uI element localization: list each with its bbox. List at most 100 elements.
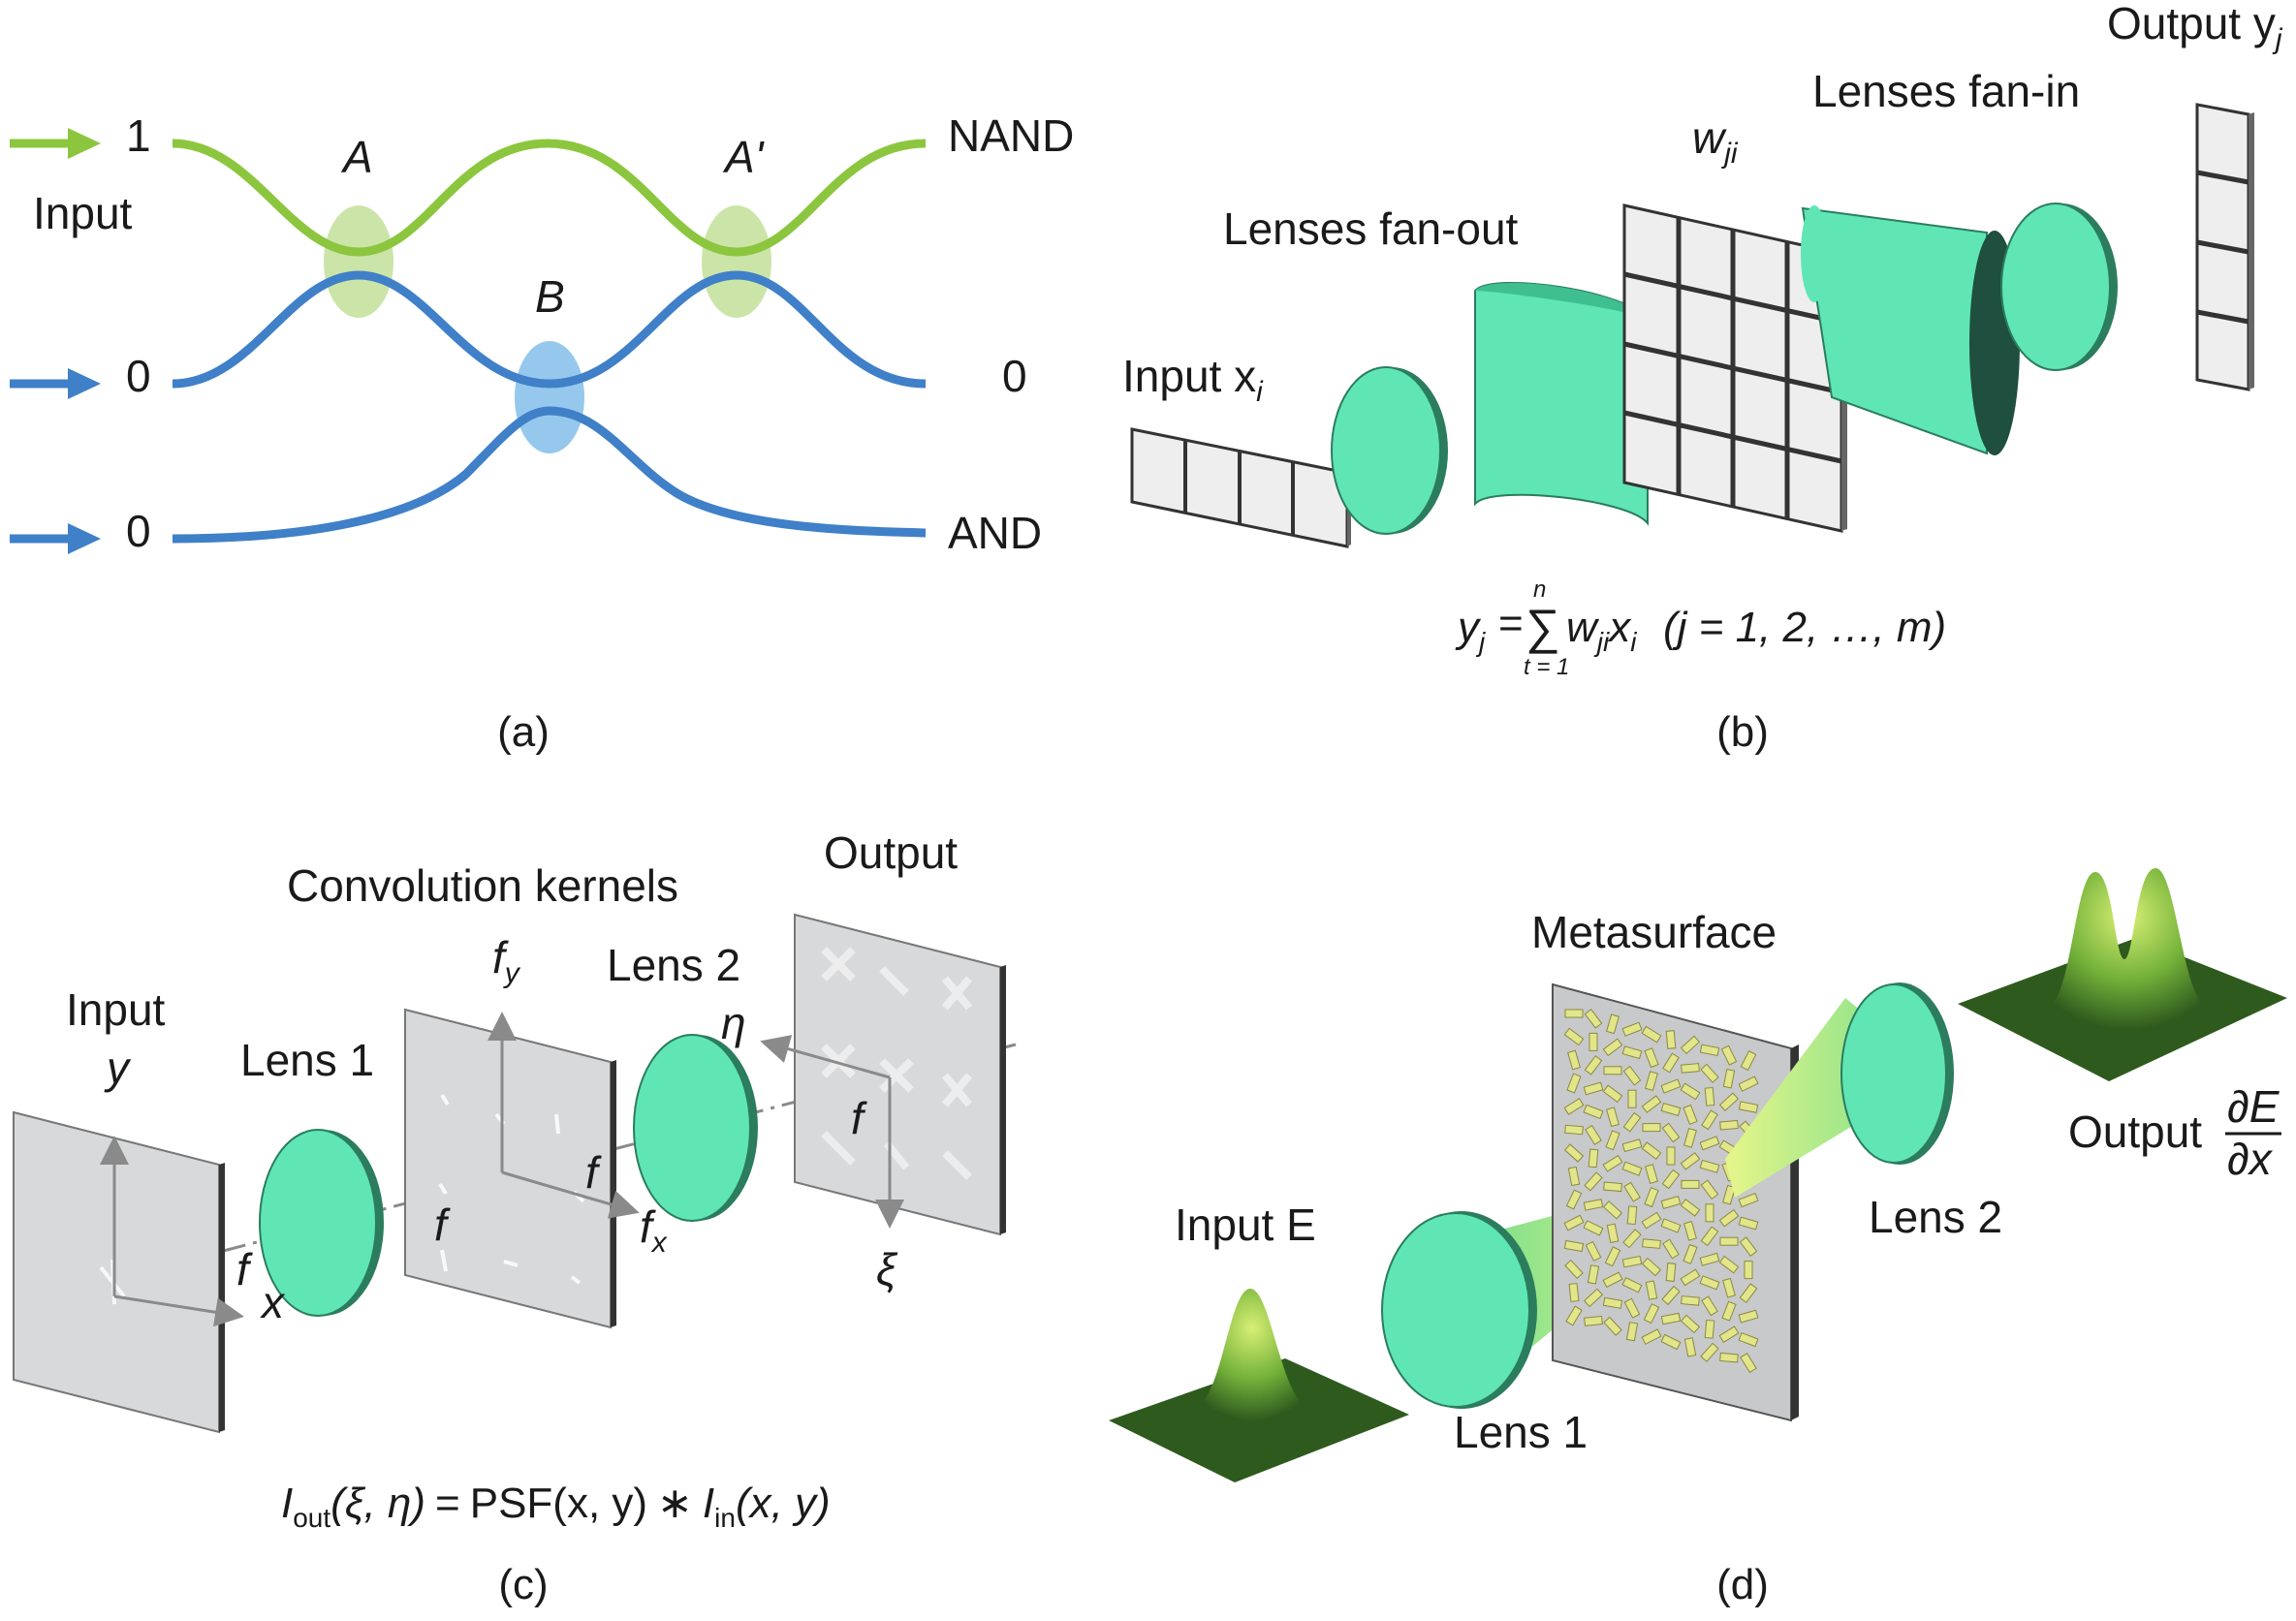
nanobar	[1683, 1104, 1698, 1125]
panel-a: 1 0 0 Input A B A' NAND 0 AND (a)	[10, 110, 1074, 756]
fanin-cylinder-lens	[1801, 205, 2020, 455]
svg-text:n: n	[1533, 577, 1546, 603]
nanobar	[1705, 1203, 1714, 1223]
nanobar	[1643, 1303, 1660, 1325]
nanobar	[1644, 1187, 1659, 1208]
nanobar	[1621, 1045, 1643, 1060]
nanobar	[1584, 1171, 1603, 1192]
output-nand-label: NAND	[948, 110, 1074, 161]
nanobar	[1660, 1196, 1682, 1209]
kernel-plane	[404, 1008, 616, 1329]
nanobar	[1701, 1295, 1718, 1317]
nanobar	[1700, 1226, 1719, 1247]
nanobar	[1623, 1181, 1641, 1202]
input-label-a: Input	[33, 188, 133, 238]
lens-2-c	[633, 1034, 758, 1222]
nanobar	[1568, 1283, 1580, 1302]
nanobar	[1721, 1300, 1737, 1322]
lens-2-label-c: Lens 2	[607, 940, 740, 990]
nanobar	[1621, 1161, 1643, 1176]
nanobar	[1588, 1148, 1599, 1169]
svg-text:t = 1: t = 1	[1524, 654, 1569, 680]
nanobar	[1585, 1124, 1602, 1145]
nanobar	[1699, 1275, 1720, 1291]
nanobar	[1740, 1050, 1757, 1072]
nanobar	[1563, 1239, 1585, 1253]
nanobar	[1700, 1063, 1719, 1083]
nanobar	[1718, 1092, 1740, 1111]
nanobar	[1660, 1218, 1682, 1233]
nanobar	[1641, 1328, 1662, 1345]
nanobar	[1661, 1285, 1681, 1306]
kernels-label: Convolution kernels	[287, 860, 678, 911]
nanobar	[1699, 1044, 1720, 1057]
caption-c: (c)	[498, 1561, 548, 1608]
fanin-label: Lenses fan-in	[1812, 66, 2080, 116]
nanobar	[1700, 1342, 1719, 1362]
nanobar	[1645, 1164, 1658, 1184]
nanobar	[1662, 1052, 1680, 1074]
nanobar	[1622, 1111, 1642, 1133]
nanobar	[1680, 1268, 1701, 1287]
nanobar	[1606, 1223, 1620, 1243]
nanobar	[1606, 1107, 1620, 1128]
nanobar	[1661, 1122, 1681, 1143]
nanobar	[1563, 1027, 1585, 1046]
nanobar	[1704, 1319, 1715, 1339]
axis-eta-arrow	[760, 1035, 891, 1079]
nanobar	[1602, 1154, 1623, 1172]
convolution-formula: Iout(ξ, η)=PSF(x, y)∗Iin(x, y)	[281, 1480, 831, 1533]
output-label-c: Output	[824, 827, 958, 878]
input-strip	[1130, 427, 1351, 548]
nanobar	[1645, 1071, 1658, 1091]
input-value-1: 1	[126, 110, 151, 161]
nanobar	[1722, 1184, 1736, 1205]
nanobar	[1583, 1220, 1604, 1236]
nanobar	[1699, 1159, 1720, 1173]
nanobar	[1641, 1211, 1662, 1230]
nanobar	[1722, 1277, 1736, 1298]
nanobar	[1566, 1073, 1582, 1094]
weight-matrix	[1622, 203, 1847, 533]
nanobar	[1661, 1169, 1681, 1190]
nanobar	[1641, 1025, 1662, 1044]
nanobar	[1681, 1063, 1700, 1074]
nanobar	[1626, 1205, 1638, 1226]
nanobar	[1660, 1312, 1682, 1325]
svg-text:yj: yj	[1455, 604, 1486, 657]
fanout-label: Lenses fan-out	[1223, 203, 1519, 254]
coupler-b-label: B	[535, 271, 565, 322]
nanobar	[1662, 1238, 1680, 1260]
nanobar	[1564, 1009, 1584, 1018]
nanobar	[1720, 1044, 1738, 1066]
nanobar	[1621, 1276, 1643, 1294]
nanobar	[1602, 1084, 1623, 1104]
coupler-b-region	[515, 341, 584, 453]
nanobar	[1583, 1199, 1604, 1211]
nanobar	[1602, 1271, 1623, 1289]
nanobar	[1603, 1181, 1622, 1193]
nanobar	[1700, 1179, 1719, 1200]
nanobar	[1602, 1296, 1623, 1309]
nanobar	[1641, 1257, 1662, 1277]
input-arrow-3	[10, 523, 101, 554]
input-plane	[13, 1110, 225, 1434]
nanobar	[1622, 1229, 1642, 1249]
nanobar	[1584, 1315, 1603, 1326]
nanobar	[1584, 1009, 1603, 1029]
nanobar	[1605, 1130, 1620, 1151]
axis-xi-label: ξ	[876, 1244, 898, 1294]
lens-2-d	[1725, 982, 1954, 1198]
input-gaussian	[1109, 1289, 1409, 1482]
svg-text:Output: Output	[2068, 1107, 2202, 1157]
input-xi-label: Input xi	[1122, 351, 1264, 408]
nanobar	[1563, 1098, 1585, 1115]
nanobar	[1722, 1069, 1736, 1089]
nanobar	[1567, 1049, 1581, 1071]
nanobar	[1699, 1136, 1720, 1151]
svg-text:Iout(ξ, η)=PSF(x, y)∗Iin(x, y): Iout(ξ, η)=PSF(x, y)∗Iin(x, y)	[281, 1480, 831, 1533]
nanobar	[1738, 1309, 1759, 1324]
nanobar	[1641, 1095, 1662, 1113]
focal-label-4: f	[851, 1093, 867, 1143]
output-zero-label: 0	[1002, 351, 1027, 401]
